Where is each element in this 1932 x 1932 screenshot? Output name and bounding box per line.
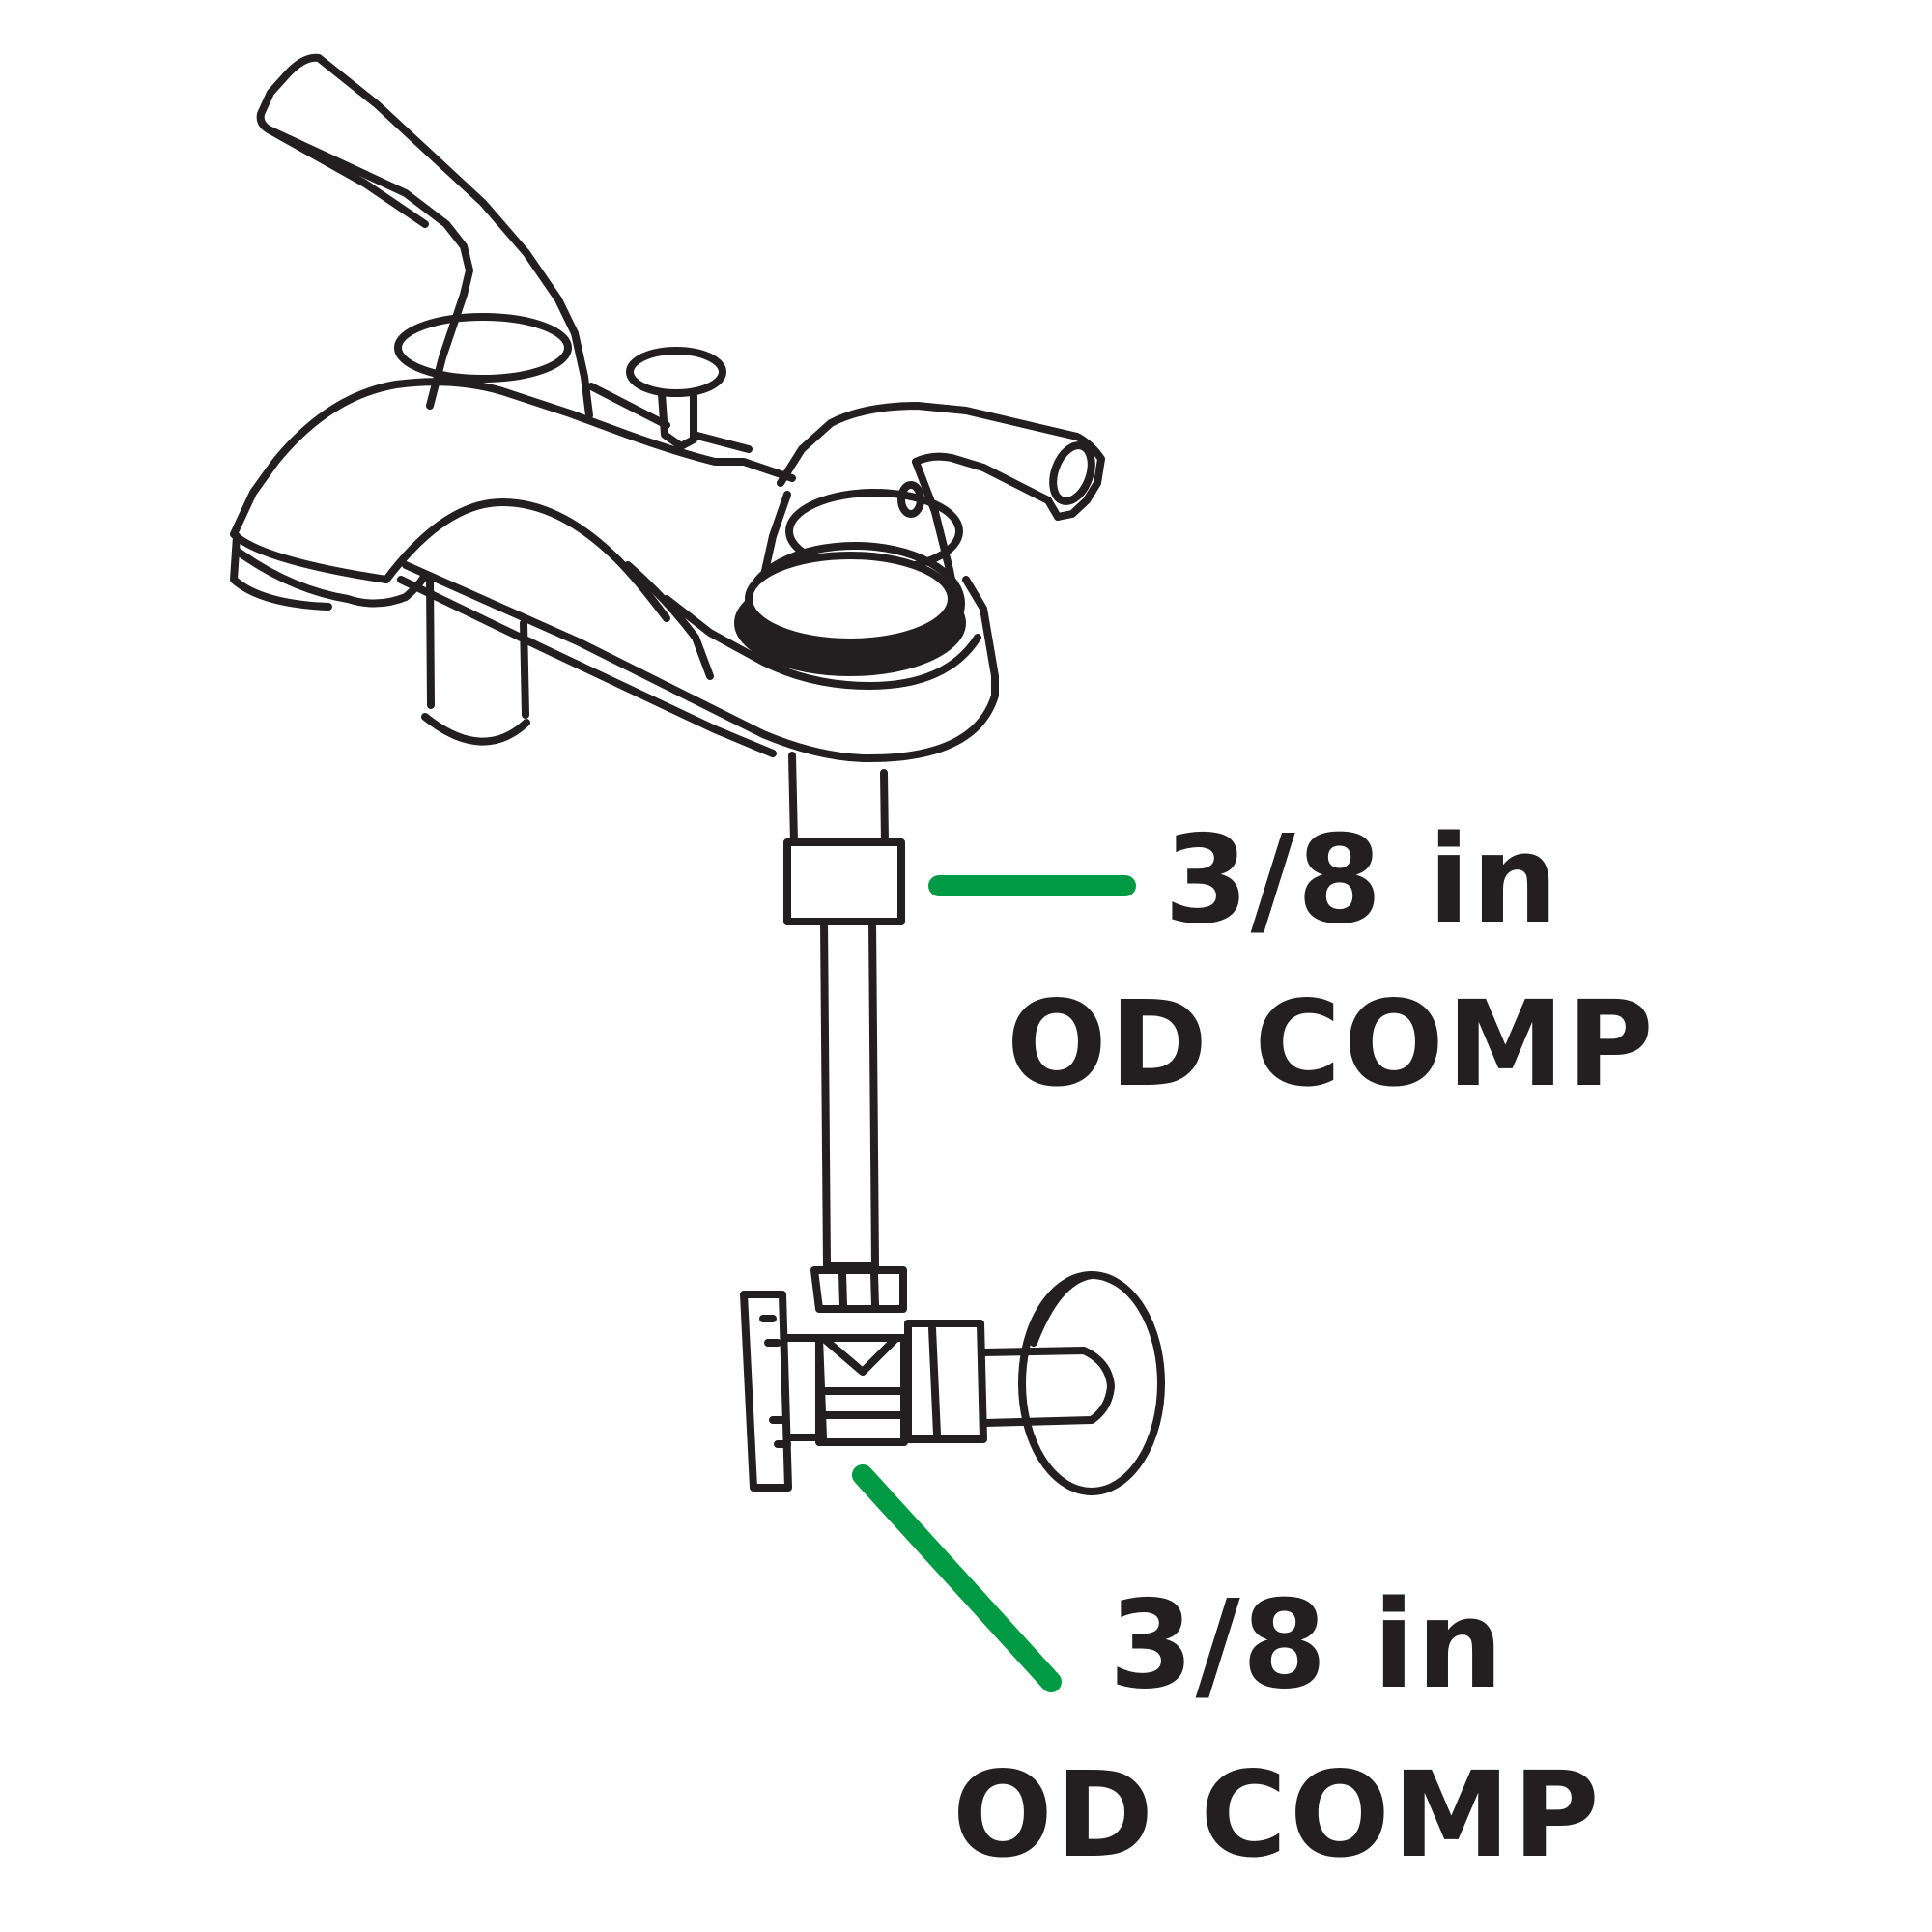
callout-2-connection: OD COMP	[952, 1747, 1603, 1884]
callout-1-connection: OD COMP	[1007, 976, 1657, 1113]
popup-knob	[587, 347, 753, 453]
handle-base-top	[745, 552, 955, 646]
right-lever-handle	[745, 402, 1105, 666]
deck-plate	[397, 561, 999, 762]
spout	[230, 378, 796, 622]
left-lever-handle	[256, 53, 593, 419]
leader-line-2	[852, 1464, 1062, 1692]
supply-tube	[783, 752, 905, 1269]
callout-2-size: 3/8 in	[1109, 1574, 1506, 1716]
callout-1-size: 3/8 in	[1164, 809, 1561, 951]
angle-stop-valve	[740, 1266, 1165, 1495]
